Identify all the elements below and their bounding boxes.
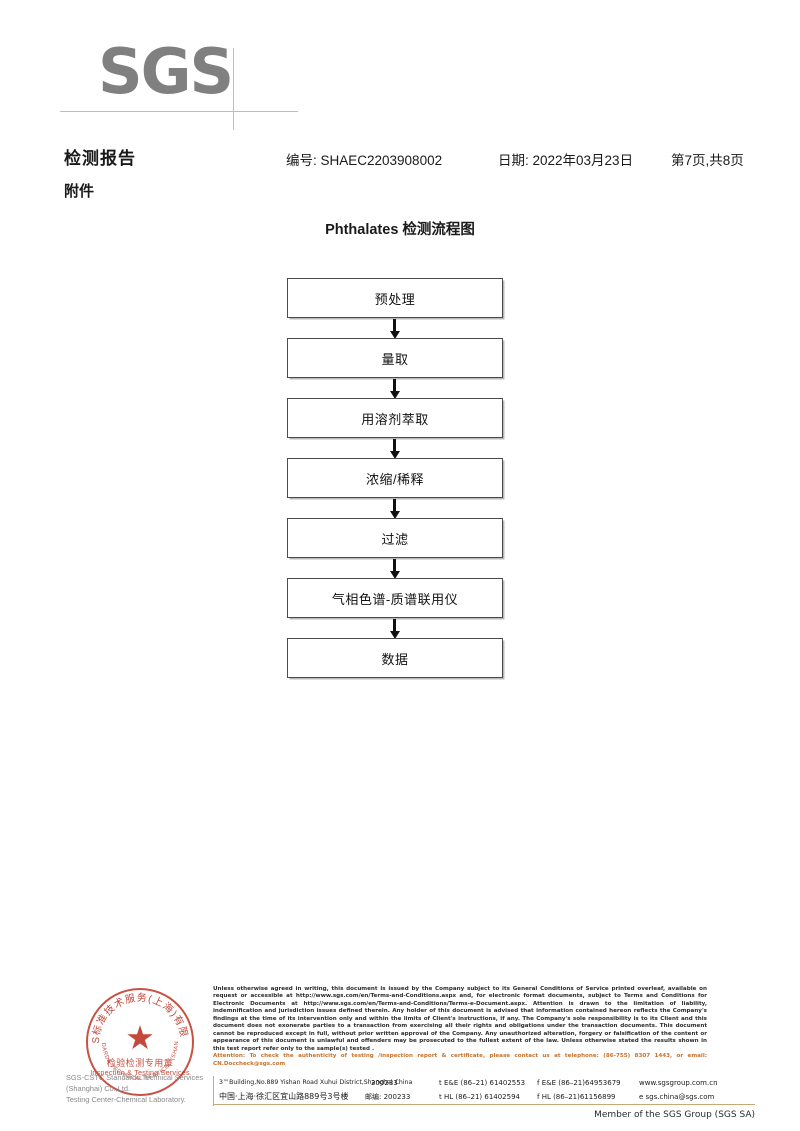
legal-paragraph: Unless otherwise agreed in writing, this…: [213, 986, 707, 1052]
star-icon: ★: [125, 1019, 155, 1056]
flow-step-label: 气相色谱-质谱联用仪: [331, 591, 459, 607]
seal-ring: [86, 988, 194, 1096]
flow-step: 量取: [287, 338, 503, 399]
website: www.sgsgroup.com.cn: [639, 1079, 718, 1087]
email-address: e sgs.china@sgs.com: [639, 1093, 715, 1101]
laboratory-name-line2: Testing Center-Chemical Laboratory.: [66, 1095, 186, 1104]
tel-hl-1: t HL (86–21) 61402594: [439, 1093, 520, 1101]
seal-purpose-cn: 检验检测专用章: [106, 1058, 174, 1068]
logo-horizontal-rule: [60, 111, 298, 112]
zip-cn: 邮编: 200233: [365, 1093, 411, 1101]
footer-rule: [213, 1104, 755, 1106]
flow-step-label: 用溶剂萃取: [361, 411, 429, 427]
flow-step: 气相色谱-质谱联用仪: [287, 578, 503, 639]
laboratory-name: SGS-CSTC Standards Technical Services (S…: [66, 1072, 216, 1105]
address-row-cn: 中国·上海·徐汇区宜山路889号3号楼 邮编: 200233 t HL (86–…: [219, 1090, 714, 1104]
page-number: 第7页,共8页: [671, 153, 744, 168]
attachment-label: 附件: [64, 183, 95, 200]
address-cn: 中国·上海·徐汇区宜山路889号3号楼: [219, 1092, 349, 1101]
laboratory-name-line1: SGS-CSTC Standards Technical Services (S…: [66, 1073, 204, 1093]
flow-step: 用溶剂萃取: [287, 398, 503, 459]
fax-hl-1: f HL (86–21)61156899: [537, 1093, 616, 1101]
page-title: 检测报告: [64, 149, 136, 168]
flow-step-label: 预处理: [374, 291, 416, 307]
flow-step: 过滤: [287, 518, 503, 579]
flow-step-label: 过滤: [381, 531, 409, 547]
tel-ee-1: t E&E (86–21) 61402553: [439, 1079, 526, 1087]
attention-note: Attention: To check the authenticity of …: [213, 1053, 707, 1067]
address-block: 3™Building,No.889 Yishan Road Xuhui Dist…: [213, 1076, 718, 1104]
sgs-logo: SGS: [60, 35, 298, 130]
report-number: 编号: SHAEC2203908002: [286, 153, 443, 168]
page-footer: SGS标准技术服务(上海)有限公司 SGS-CSTC STANDARDS TEC…: [0, 980, 800, 1131]
flow-step-label: 浓缩/稀释: [365, 471, 425, 487]
address-row-en: 3™Building,No.889 Yishan Road Xuhui Dist…: [219, 1076, 718, 1090]
flow-step: 数据: [287, 638, 503, 678]
logo-vertical-rule: [233, 48, 234, 130]
legal-disclaimer: Unless otherwise agreed in writing, this…: [213, 986, 707, 1068]
group-member-note: Member of the SGS Group (SGS SA): [594, 1110, 755, 1120]
sgs-logo-text: SGS: [98, 35, 234, 108]
flowchart-title: Phthalates 检测流程图: [325, 222, 475, 238]
address-en: 3™Building,No.889 Yishan Road Xuhui Dist…: [219, 1079, 413, 1086]
flow-step: 浓缩/稀释: [287, 458, 503, 519]
flow-step-label: 数据: [381, 651, 409, 667]
flowchart: 预处理 量取 用溶剂萃取 浓缩/稀释 过滤 气相色谱-质谱联用仪 数据: [287, 278, 503, 678]
fax-ee-1: f E&E (86–21)64953679: [537, 1079, 621, 1087]
footer-rule-tick: [213, 1096, 215, 1106]
report-date: 日期: 2022年03月23日: [498, 153, 634, 168]
flow-step: 预处理: [287, 278, 503, 339]
seal-purpose-en: Inspection & Testing Services: [90, 1068, 190, 1077]
zip-en: 200233: [371, 1079, 398, 1087]
flow-step-label: 量取: [381, 351, 409, 367]
document-header: 检测报告 编号: SHAEC2203908002 日期: 2022年03月23日…: [64, 144, 754, 170]
